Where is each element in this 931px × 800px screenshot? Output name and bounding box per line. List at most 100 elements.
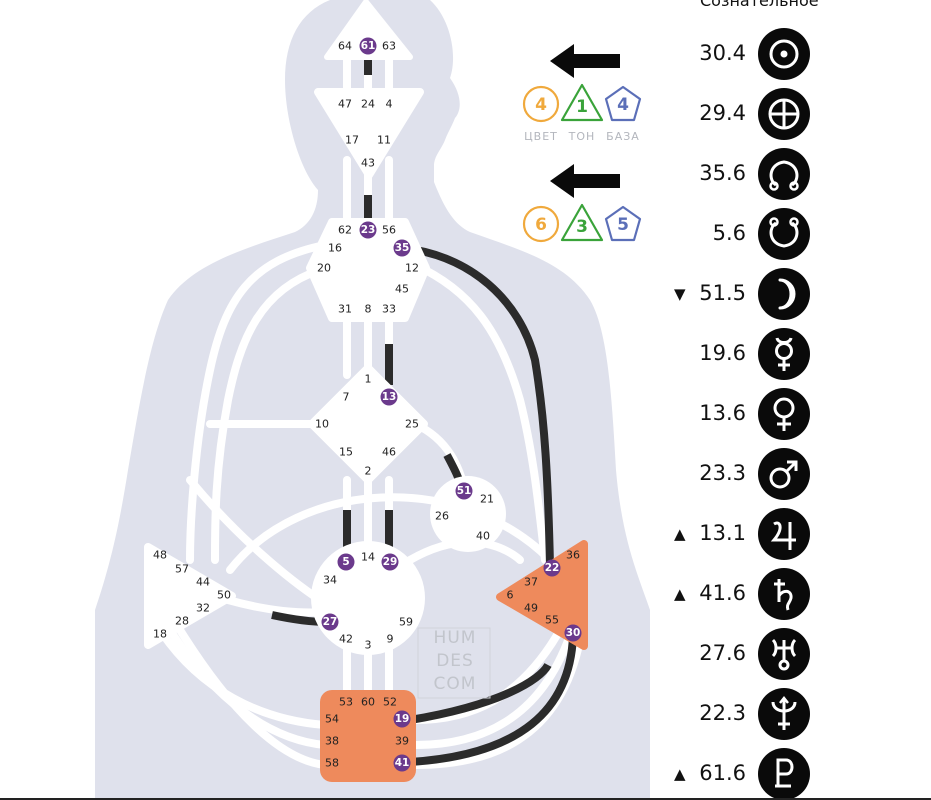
tone-badge-bottom: 3 <box>560 203 604 242</box>
svg-text:15: 15 <box>339 446 353 459</box>
svg-text:49: 49 <box>524 602 538 615</box>
planet-value: 29.4 <box>699 101 746 125</box>
planet-row-uranus[interactable]: 27.6 <box>660 628 931 680</box>
bottom-border <box>0 798 931 800</box>
planet-row-jupiter[interactable]: ▲ 13.1 <box>660 508 931 560</box>
svg-text:30: 30 <box>566 627 581 639</box>
svg-text:55: 55 <box>545 614 559 627</box>
gate-63: 63 <box>382 40 396 53</box>
svg-text:53: 53 <box>339 696 353 709</box>
gate-2: 2 <box>365 465 372 478</box>
svg-text:33: 33 <box>382 303 396 316</box>
svg-text:64: 64 <box>338 40 352 53</box>
color-badge-bottom: 6 <box>522 205 560 243</box>
planet-value: 13.6 <box>699 401 746 425</box>
svg-text:63: 63 <box>382 40 396 53</box>
planet-row-sun[interactable]: 30.4 <box>660 28 931 80</box>
gate-43: 43 <box>361 157 375 170</box>
svg-text:62: 62 <box>338 224 352 237</box>
gate-8: 8 <box>365 303 372 316</box>
svg-text:36: 36 <box>566 549 580 562</box>
svg-text:5: 5 <box>617 215 629 235</box>
active-gate-13: 13 <box>380 388 398 406</box>
variables-top: 4 1 4 ЦВЕТ ТОН БАЗА <box>522 44 642 143</box>
svg-text:23: 23 <box>361 224 376 236</box>
mars-icon <box>758 448 810 500</box>
planet-row-mercury[interactable]: 19.6 <box>660 328 931 380</box>
planet-row-earth[interactable]: 29.4 <box>660 88 931 140</box>
gate-15: 15 <box>339 446 353 459</box>
venus-icon <box>758 388 810 440</box>
svg-text:60: 60 <box>361 696 375 709</box>
svg-text:22: 22 <box>545 562 560 574</box>
svg-text:44: 44 <box>196 576 210 589</box>
svg-text:БАЗА: БАЗА <box>606 130 640 143</box>
planet-value: 19.6 <box>699 341 746 365</box>
svg-text:24: 24 <box>361 98 375 111</box>
gate-54: 54 <box>325 713 339 726</box>
south-node-icon <box>758 208 810 260</box>
gate-57: 57 <box>175 563 189 576</box>
gate-37: 37 <box>524 576 538 589</box>
gate-48: 48 <box>153 549 167 562</box>
planet-row-moon[interactable]: ▼ 51.5 <box>660 268 931 320</box>
gate-9: 9 <box>387 633 394 646</box>
planet-row-north-node[interactable]: 35.6 <box>660 148 931 200</box>
saturn-icon <box>758 568 810 620</box>
svg-text:29: 29 <box>383 556 398 568</box>
gate-45: 45 <box>395 283 409 296</box>
center-ajna <box>314 88 424 179</box>
planet-row-neptune[interactable]: 22.3 <box>660 688 931 740</box>
active-gate-61: 61 <box>359 37 377 55</box>
gate-56: 56 <box>382 224 396 237</box>
planet-row-saturn[interactable]: ▲ 41.6 <box>660 568 931 620</box>
gate-33: 33 <box>382 303 396 316</box>
svg-text:26: 26 <box>435 510 449 523</box>
active-gate-27: 27 <box>321 613 339 631</box>
gate-17: 17 <box>345 134 359 147</box>
gate-60: 60 <box>361 696 375 709</box>
gate-31: 31 <box>338 303 352 316</box>
svg-text:31: 31 <box>338 303 352 316</box>
base-badge-top: 4 <box>604 85 642 122</box>
active-gate-30: 30 <box>564 624 582 642</box>
planet-row-venus[interactable]: 13.6 <box>660 388 931 440</box>
gate-11: 11 <box>377 134 391 147</box>
planet-value: 5.6 <box>712 221 746 245</box>
gate-62: 62 <box>338 224 352 237</box>
svg-text:56: 56 <box>382 224 396 237</box>
gate-58: 58 <box>325 757 339 770</box>
svg-text:50: 50 <box>217 589 231 602</box>
planet-arrow: ▼ <box>674 285 686 303</box>
svg-text:4: 4 <box>617 95 629 115</box>
svg-text:16: 16 <box>328 242 342 255</box>
svg-text:4: 4 <box>535 95 547 115</box>
svg-text:12: 12 <box>405 262 419 275</box>
svg-text:34: 34 <box>323 574 337 587</box>
planet-row-south-node[interactable]: 5.6 <box>660 208 931 260</box>
active-gate-5: 5 <box>337 553 355 571</box>
svg-text:20: 20 <box>317 262 331 275</box>
watermark: HUM DES COM <box>417 627 491 699</box>
planet-value: 13.1 <box>699 521 746 545</box>
center-solar-plexus <box>496 540 588 650</box>
gate-3: 3 <box>365 639 372 652</box>
planet-row-mars[interactable]: 23.3 <box>660 448 931 500</box>
active-gate-23: 23 <box>359 221 377 239</box>
gate-47: 47 <box>338 98 352 111</box>
active-gate-22: 22 <box>543 559 561 577</box>
svg-text:38: 38 <box>325 735 339 748</box>
variables-bottom: 6 3 5 <box>522 164 642 243</box>
gate-21: 21 <box>480 493 494 506</box>
gate-50: 50 <box>217 589 231 602</box>
svg-text:43: 43 <box>361 157 375 170</box>
column-title: Сознательное <box>700 0 819 10</box>
planet-value: 61.6 <box>699 761 746 785</box>
gate-46: 46 <box>382 446 396 459</box>
planet-row-pluto[interactable]: ▲ 61.6 <box>660 748 931 800</box>
neptune-icon <box>758 688 810 740</box>
color-badge-top: 4 <box>522 85 560 123</box>
svg-text:DES: DES <box>436 651 474 671</box>
svg-text:18: 18 <box>153 628 167 641</box>
svg-text:19: 19 <box>395 713 410 725</box>
